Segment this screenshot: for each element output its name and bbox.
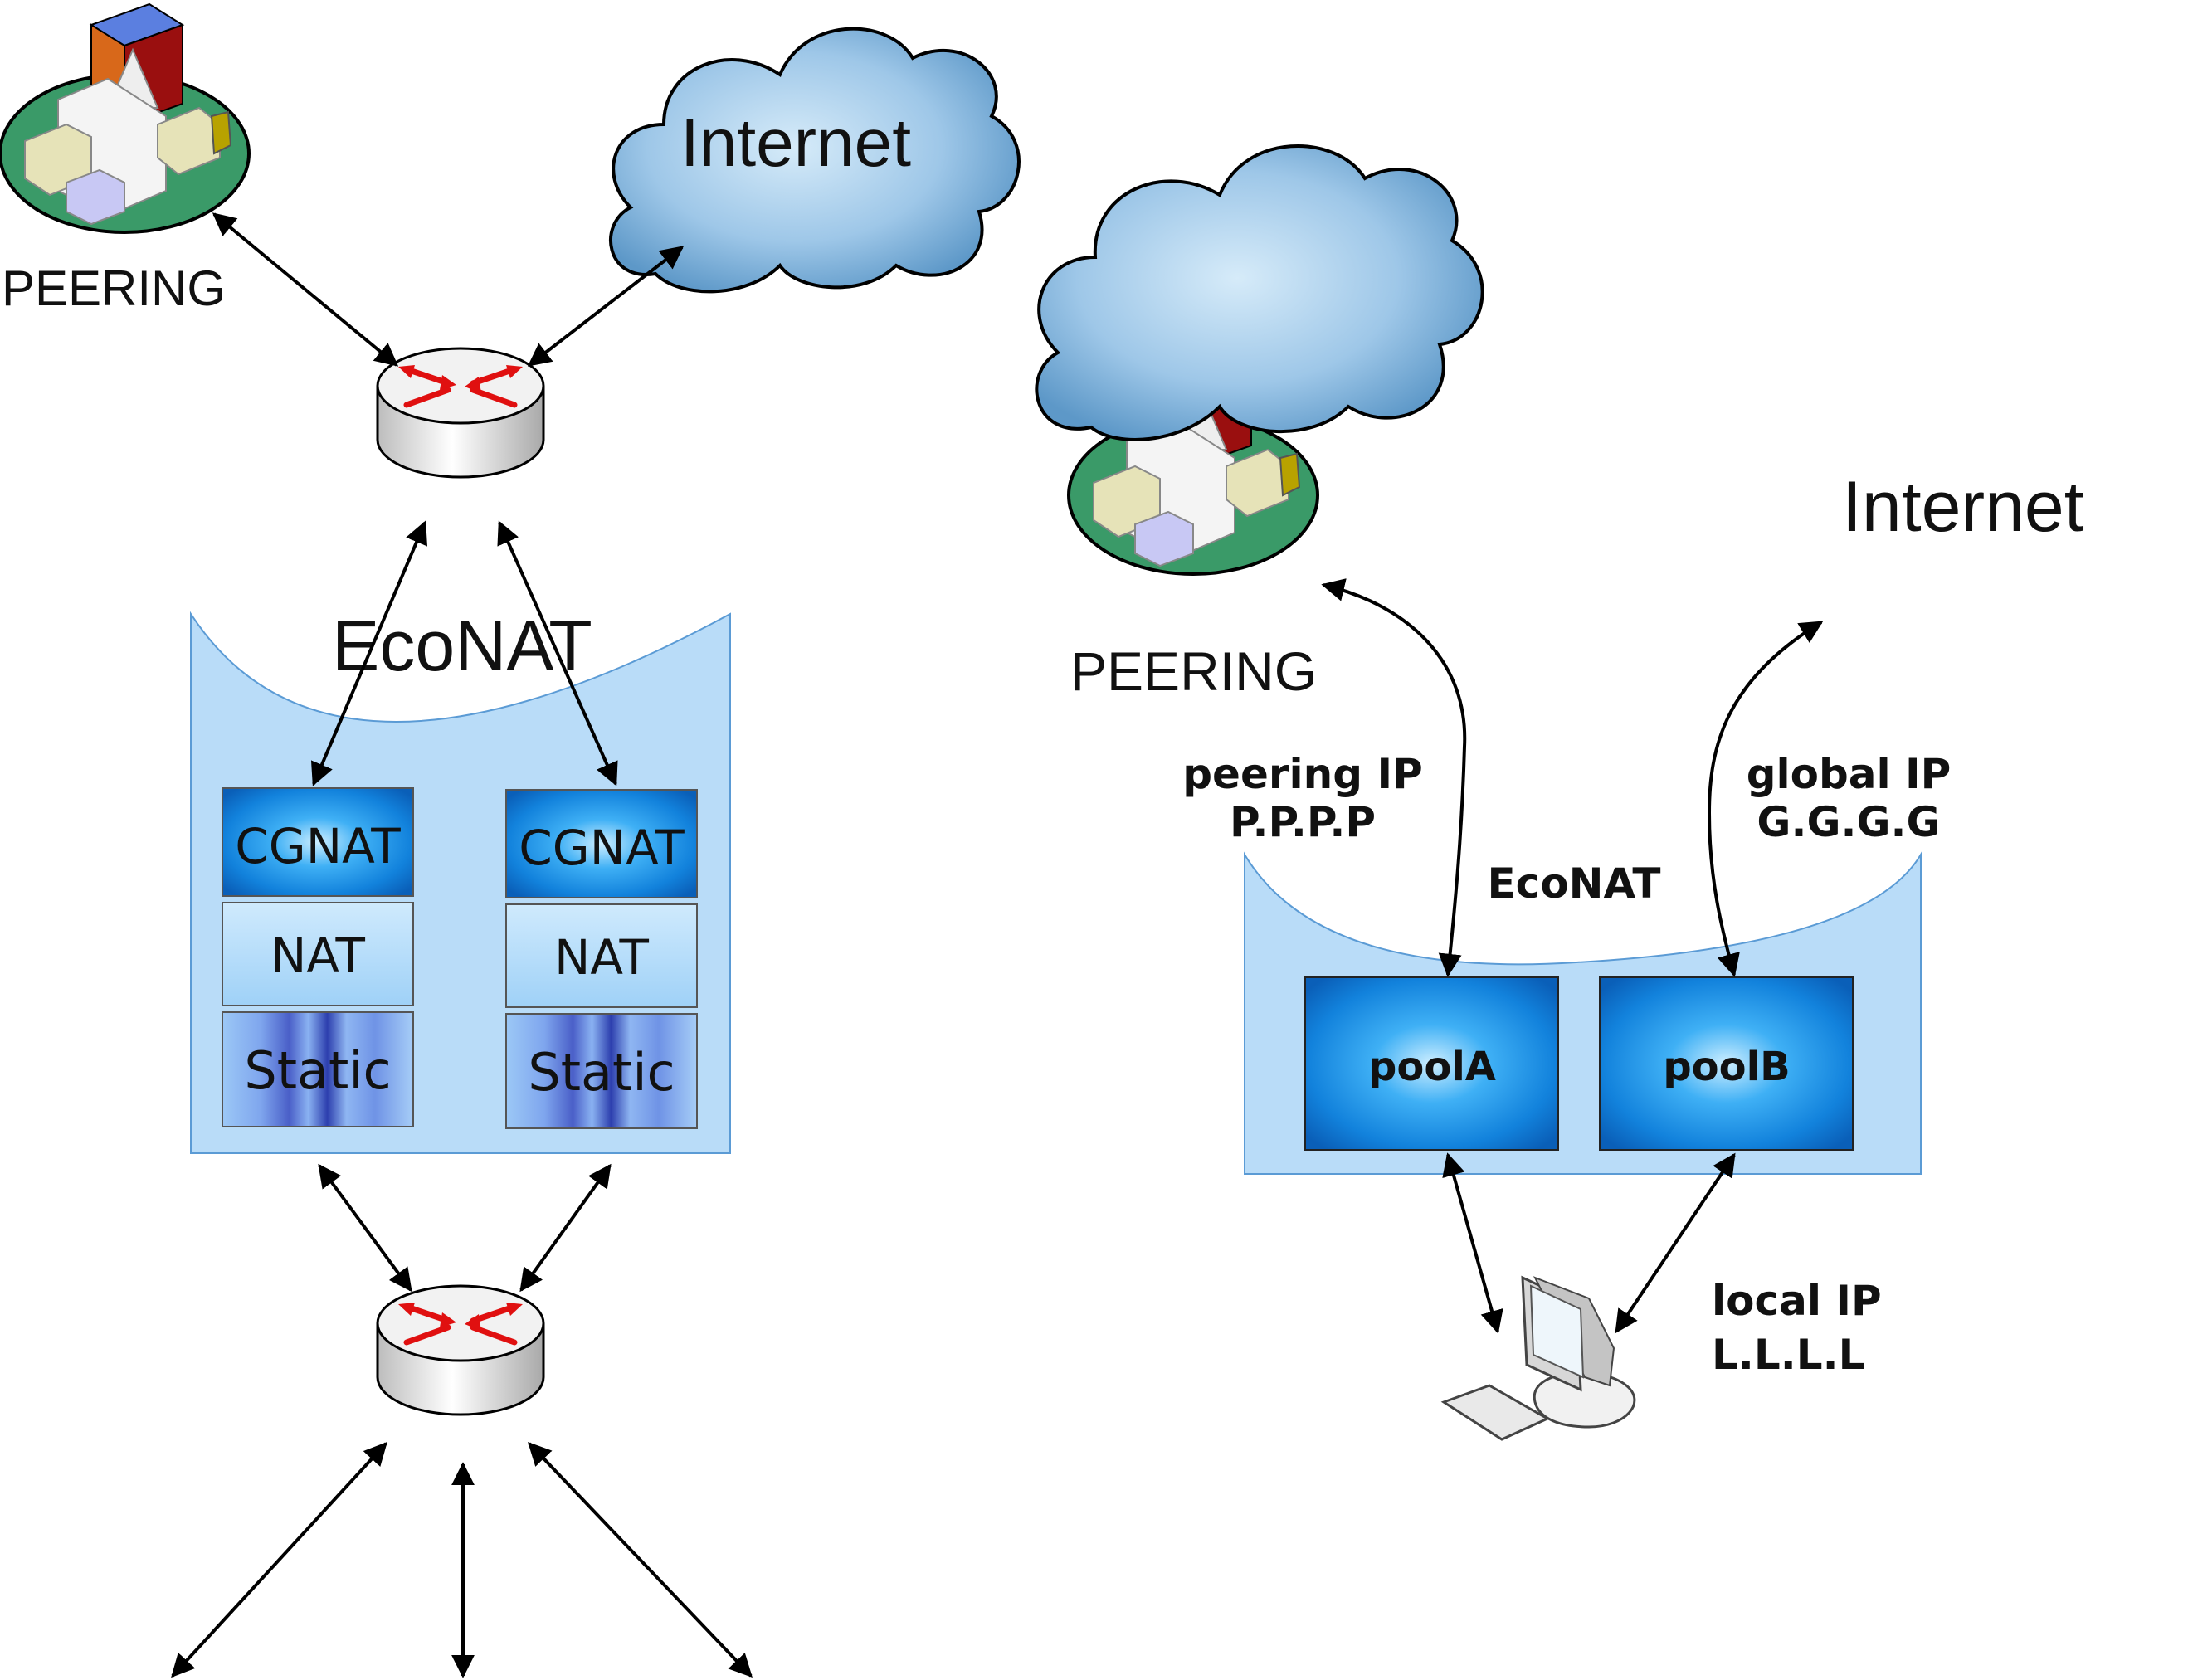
internet-cloud-icon [609,27,1021,294]
nat-box [222,902,414,1006]
nat-box [505,903,698,1008]
internet-label: Internet [1842,467,2084,547]
bottom-router-icon [378,1286,543,1415]
computer-icon [1440,1275,1636,1441]
peering-label: PEERING [1070,640,1317,702]
cgnat-box [505,789,698,898]
pool-b-label: poolB [1663,1044,1790,1090]
pool-b-box [1599,976,1854,1151]
left-arrows [171,212,753,1678]
nat-label: NAT [554,929,650,986]
nat-stack-1: CGNAT NAT Static [222,787,414,1127]
right-arrows [1321,578,1824,1334]
right-diagram: PEERING Internet peering IP P.P.P.P glob… [1035,144,2084,1441]
static-label: Static [528,1042,675,1103]
internet-cloud-icon [1035,144,1484,441]
peering-ip-label: peering IP [1182,750,1422,798]
left-diagram: PEERING Internet EcoNAT CGNAT NAT Static… [0,2,1021,1678]
global-ip-label: global IP [1747,750,1952,798]
peering-town-icon [0,2,251,234]
global-ip-value: G.G.G.G [1757,798,1940,846]
cgnat-label: CGNAT [519,820,685,876]
internet-label: Internet [680,105,911,181]
nat-label: NAT [270,928,366,984]
nat-stack-2: CGNAT NAT Static [505,789,698,1129]
top-router-icon [378,348,543,477]
peering-label: PEERING [2,261,226,316]
pool-a-label: poolA [1368,1044,1496,1090]
static-label: Static [244,1040,391,1101]
local-ip-value: L.L.L.L [1712,1331,1864,1379]
cgnat-label: CGNAT [235,818,401,874]
local-ip-label: local IP [1712,1277,1882,1325]
static-box [222,1011,414,1127]
pool-a-box [1304,976,1559,1151]
static-box [505,1013,698,1129]
cgnat-box [222,787,414,897]
peering-ip-value: P.P.P.P [1230,798,1376,846]
econat-label: EcoNAT [1488,859,1661,908]
